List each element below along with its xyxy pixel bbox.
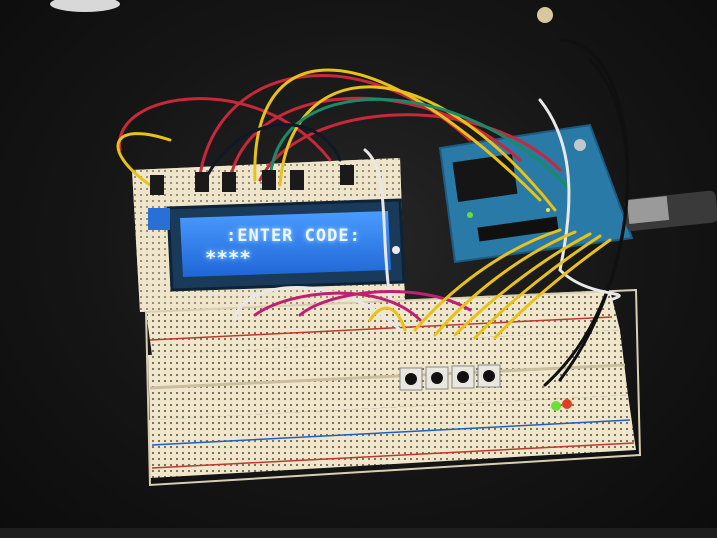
bottom-strip (0, 528, 717, 538)
potentiometer (148, 208, 170, 230)
wires (116, 38, 630, 387)
lcd-line-1: :ENTER CODE: (226, 226, 361, 246)
arduino-board (438, 123, 717, 264)
leds (551, 399, 572, 411)
background-object (537, 7, 553, 23)
lcd-module (166, 198, 406, 292)
pushbuttons (399, 364, 501, 391)
lcd-line-2: **** (205, 247, 251, 269)
background-object (50, 0, 120, 12)
header-pins (150, 165, 354, 195)
main-breadboard (144, 288, 642, 487)
